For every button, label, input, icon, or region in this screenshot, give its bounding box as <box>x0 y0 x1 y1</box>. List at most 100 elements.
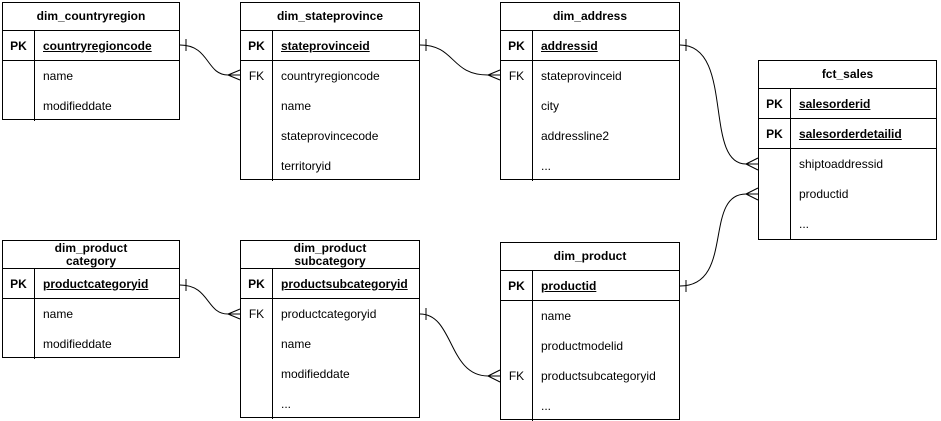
field-label: ... <box>541 159 552 173</box>
table-title-line: dim_product <box>54 240 128 255</box>
connector-productcategory-productsubcategory <box>179 279 241 320</box>
table-row: name <box>273 91 419 121</box>
table-dim-countryregion: dim_countryregion PK countryregioncode n… <box>2 2 180 121</box>
table-row: territoryid <box>273 151 419 181</box>
table-title-line: fct_sales <box>821 67 874 81</box>
table-row: productid <box>791 179 936 209</box>
table-title: dim_stateprovince <box>241 3 419 31</box>
key-cell <box>241 121 273 151</box>
field-label: productsubcategoryid <box>541 369 656 383</box>
field-label: territoryid <box>281 159 332 173</box>
field-label: salesorderdetailid <box>799 126 902 141</box>
table-fct-sales: fct_sales PK salesorderid PK salesorderd… <box>758 60 937 240</box>
table-row: city <box>533 91 679 121</box>
key-cell <box>759 209 791 239</box>
table-title-line: category <box>65 253 117 268</box>
table-title-line: dim_address <box>552 9 628 23</box>
table-body: PK stateprovinceid FK countryregioncode … <box>241 31 419 181</box>
table-row: countryregioncode <box>35 31 179 61</box>
table-row: stateprovincecode <box>273 121 419 151</box>
table-row: stateprovinceid <box>533 61 679 91</box>
table-row: shiptoaddressid <box>791 149 936 179</box>
table-row: name <box>533 301 679 331</box>
table-title-line: subcategory <box>294 253 366 268</box>
key-cell: PK <box>759 119 791 149</box>
key-cell <box>3 299 35 329</box>
field-label: shiptoaddressid <box>799 157 884 171</box>
key-cell: PK <box>3 269 35 299</box>
key-cell <box>501 121 533 151</box>
key-cell <box>241 91 273 121</box>
key-cell: PK <box>501 31 533 61</box>
field-label: productcategoryid <box>281 307 377 321</box>
key-cell <box>241 151 273 181</box>
table-title: dim_product subcategory <box>241 241 419 269</box>
table-title-line: dim_stateprovince <box>276 9 384 23</box>
table-row: modifieddate <box>35 91 179 121</box>
table-row: productmodelid <box>533 331 679 361</box>
key-cell <box>3 91 35 121</box>
field-label: city <box>541 99 559 113</box>
field-label: modifieddate <box>43 337 112 351</box>
field-label: addressid <box>541 38 598 53</box>
table-row: addressid <box>533 31 679 61</box>
table-row: productsubcategoryid <box>533 361 679 391</box>
table-title: dim_product <box>501 243 679 271</box>
table-row: productcategoryid <box>273 299 419 329</box>
field-label: countryregioncode <box>281 69 380 83</box>
table-dim-product-category: dim_product category PK productcategoryi… <box>2 240 180 359</box>
table-dim-address: dim_address PK addressid FK stateprovinc… <box>500 2 680 181</box>
field-label: name <box>541 309 572 323</box>
table-row: stateprovinceid <box>273 31 419 61</box>
table-row: modifieddate <box>35 329 179 359</box>
field-label: ... <box>799 217 810 231</box>
key-cell <box>241 359 273 389</box>
field-label: countryregioncode <box>43 38 152 53</box>
field-label: modifieddate <box>43 99 112 113</box>
table-body: PK addressid FK stateprovinceid city add… <box>501 31 679 181</box>
key-cell <box>759 149 791 179</box>
table-body: PK productsubcategoryid FK productcatego… <box>241 269 419 419</box>
table-body: PK salesorderid PK salesorderdetailid sh… <box>759 89 936 239</box>
field-label: ... <box>281 397 292 411</box>
key-cell: PK <box>501 271 533 301</box>
field-label: modifieddate <box>281 367 350 381</box>
field-label: productmodelid <box>541 339 624 353</box>
table-body: PK productid name productmodelid FK prod… <box>501 271 679 421</box>
table-title: dim_address <box>501 3 679 31</box>
table-title-line: dim_product <box>553 249 627 263</box>
key-cell: FK <box>241 299 273 329</box>
key-cell: FK <box>501 361 533 391</box>
table-row: salesorderdetailid <box>791 119 936 149</box>
key-cell: PK <box>3 31 35 61</box>
key-cell <box>759 179 791 209</box>
table-dim-stateprovince: dim_stateprovince PK stateprovinceid FK … <box>240 2 420 181</box>
table-body: PK countryregioncode name modifieddate <box>3 31 179 121</box>
key-cell <box>501 301 533 331</box>
field-label: addressline2 <box>541 129 610 143</box>
field-label: productid <box>541 278 597 293</box>
key-cell: PK <box>759 89 791 119</box>
table-row: salesorderid <box>791 89 936 119</box>
table-title: dim_product category <box>3 241 179 269</box>
key-cell: PK <box>241 31 273 61</box>
table-title: fct_sales <box>759 61 936 89</box>
table-row: ... <box>273 389 419 419</box>
key-cell <box>501 391 533 421</box>
table-title-line: dim_countryregion <box>36 9 146 23</box>
key-cell: FK <box>241 61 273 91</box>
key-cell <box>501 151 533 181</box>
table-row: addressline2 <box>533 121 679 151</box>
table-row: countryregioncode <box>273 61 419 91</box>
field-label: name <box>43 307 74 321</box>
key-cell <box>241 329 273 359</box>
table-row: modifieddate <box>273 359 419 389</box>
field-label: productcategoryid <box>43 276 149 291</box>
table-row: ... <box>791 209 936 239</box>
field-label: name <box>43 69 74 83</box>
table-title: dim_countryregion <box>3 3 179 31</box>
key-cell <box>501 331 533 361</box>
table-row: name <box>273 329 419 359</box>
